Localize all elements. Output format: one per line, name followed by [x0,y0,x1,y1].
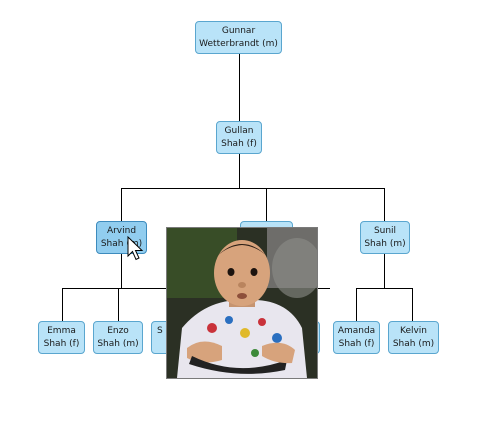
node-last-name: Shah (f) [43,339,80,349]
node-first-name: Enzo [107,326,129,336]
photo-popup [166,227,318,379]
node-first-name: Arvind [106,226,137,236]
node-kelvin-shah[interactable]: Kelvin Shah (m) [388,321,439,354]
baby-photo [167,228,317,378]
node-last-name: Shah (m) [97,339,139,349]
node-last-name: Shah (f) [221,139,257,149]
mouse-cursor-icon [127,236,144,261]
node-last-name: Wetterbrandt (m) [199,39,278,49]
node-first-name: Gullan [224,126,254,136]
node-first-name: Kelvin [399,326,428,336]
node-last-name: Shah (f) [338,339,375,349]
node-emma-shah[interactable]: Emma Shah (f) [38,321,85,354]
node-last-name: Shah (m) [364,239,406,249]
node-last-name: Shah (m) [392,339,435,349]
node-sunil-shah[interactable]: Sunil Shah (m) [360,221,410,254]
node-last-name: Shah (m) [100,239,143,249]
node-last-name: S [157,326,163,336]
node-gullan-shah[interactable]: Gullan Shah (f) [216,121,262,154]
node-amanda-shah[interactable]: Amanda Shah (f) [333,321,380,354]
node-first-name: Emma [47,326,76,336]
node-first-name: Gunnar [221,26,256,36]
node-gunnar-wetterbrandt[interactable]: Gunnar Wetterbrandt (m) [195,21,282,54]
node-first-name: Sunil [373,226,397,236]
node-enzo-shah[interactable]: Enzo Shah (m) [93,321,143,354]
node-first-name: Amanda [337,326,376,336]
